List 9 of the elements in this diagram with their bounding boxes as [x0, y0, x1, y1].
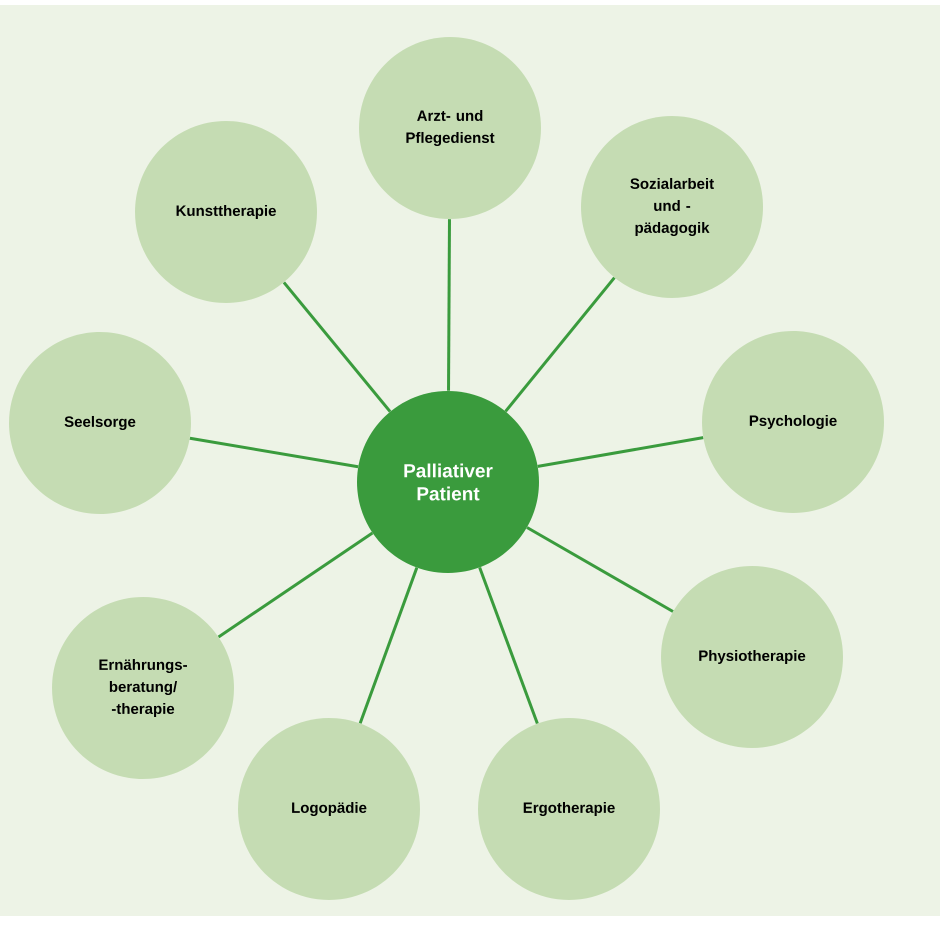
connector-line: [282, 281, 392, 412]
connector-line: [538, 436, 704, 468]
connector-line: [190, 436, 358, 468]
connector-line: [358, 567, 418, 724]
connector-line: [478, 567, 539, 724]
connector-line: [218, 532, 374, 638]
connector-line: [504, 276, 616, 412]
connector-line: [526, 526, 674, 613]
connector-line: [447, 219, 451, 391]
